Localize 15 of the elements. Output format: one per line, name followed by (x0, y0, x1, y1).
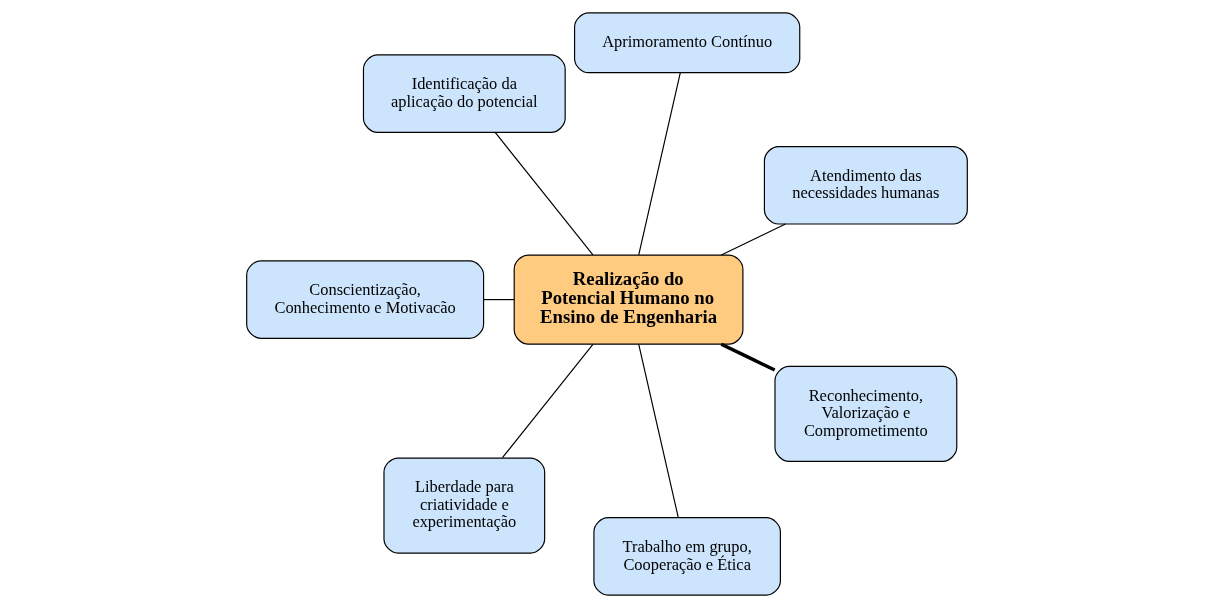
node-box: Identificação da aplicação do potencial (362, 54, 566, 133)
node-box: Liberdade para criatividade e experimentação (382, 457, 545, 554)
node-box: Trabalho em grupo, Cooperação e Ética (592, 517, 781, 596)
node-box: Reconhecimento, Valorização e Comprometimento (773, 365, 957, 462)
connector (637, 343, 679, 519)
node-box: Conscientização, Conhecimento e Motivacão (245, 260, 484, 339)
connector (501, 343, 593, 459)
connector (720, 342, 775, 372)
node-box: Atendimento das necessidades humanas (763, 146, 968, 225)
node-box: Realização do Potencial Humano no Ensino de Engenharia (513, 254, 743, 345)
connector (482, 299, 515, 301)
connector (720, 223, 786, 256)
connector (494, 131, 593, 256)
connector (637, 72, 681, 256)
node-box: Aprimoramento Contínuo (573, 12, 800, 74)
